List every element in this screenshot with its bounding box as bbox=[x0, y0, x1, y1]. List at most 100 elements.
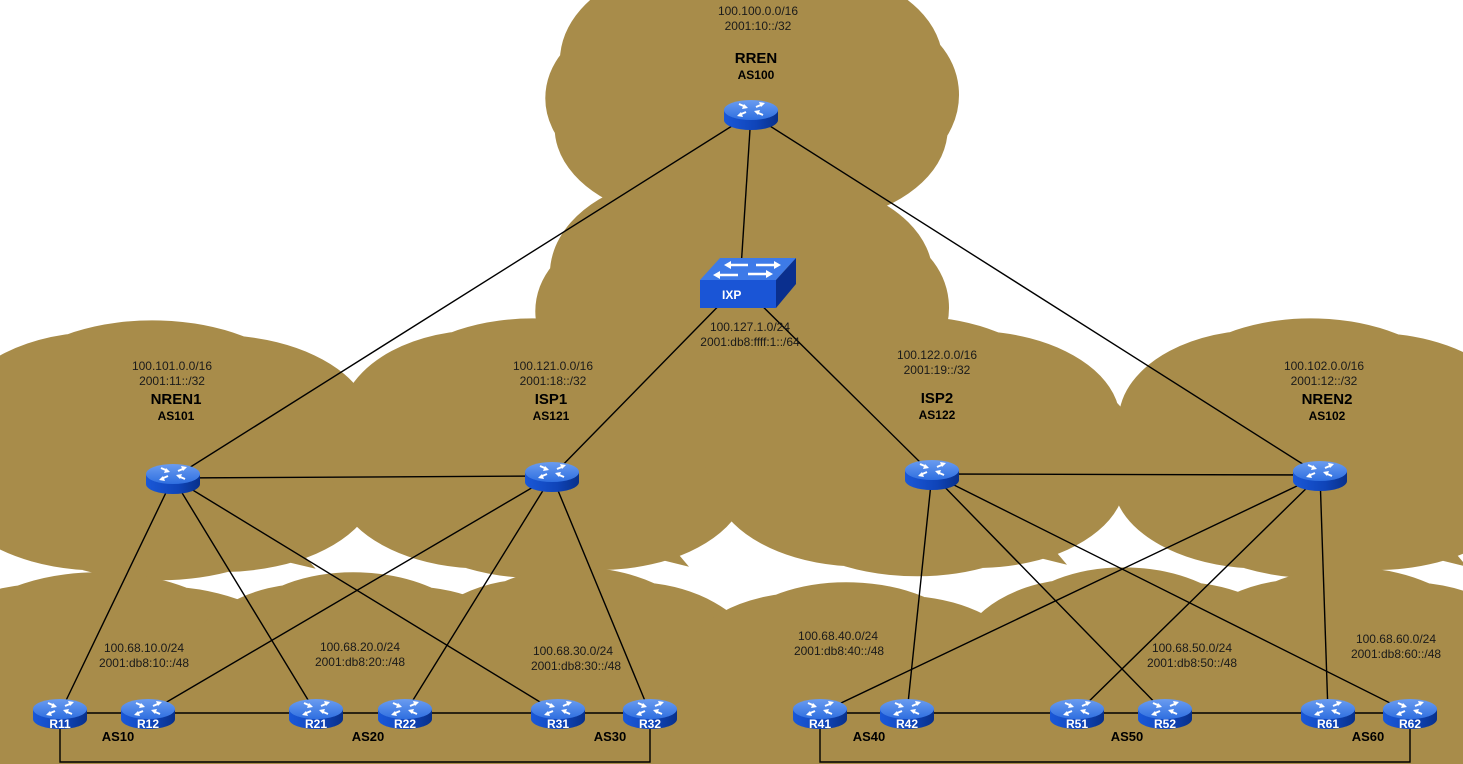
as40-ipv6-prefix: 2001:db8:40::/48 bbox=[794, 644, 884, 658]
isp1-ipv4-prefix: 100.121.0.0/16 bbox=[513, 359, 593, 373]
router-r22[interactable]: R22 bbox=[378, 699, 432, 731]
router-top bbox=[793, 699, 847, 719]
router-isp1[interactable] bbox=[525, 462, 579, 492]
router-arrows-icon bbox=[391, 701, 419, 716]
isp2-name: ISP2 bbox=[921, 390, 954, 407]
nren2-ipv4-prefix: 100.102.0.0/16 bbox=[1284, 359, 1364, 373]
as60-ipv4-prefix: 100.68.60.0/24 bbox=[1356, 632, 1436, 646]
router-r12[interactable]: R12 bbox=[121, 699, 175, 731]
link-isp2-r42 bbox=[906, 473, 933, 714]
link-isp1-r22 bbox=[404, 475, 553, 714]
as60-asn: AS60 bbox=[1352, 729, 1385, 744]
labels-layer: 100.100.0.0/16 2001:10::/32 RREN AS100 1… bbox=[99, 4, 1441, 744]
router-label: R22 bbox=[394, 717, 416, 731]
router-r21[interactable]: R21 bbox=[289, 699, 343, 731]
router-isp2[interactable] bbox=[905, 460, 959, 490]
router-label: R41 bbox=[809, 717, 831, 731]
router-arrows-icon bbox=[544, 701, 572, 716]
router-arrows-icon bbox=[893, 701, 921, 716]
nren1-ipv4-prefix: 100.101.0.0/16 bbox=[132, 359, 212, 373]
router-label: R61 bbox=[1317, 717, 1339, 731]
router-r31[interactable]: R31 bbox=[531, 699, 585, 731]
router-arrows-icon bbox=[737, 102, 765, 117]
link-nren1-isp1 bbox=[172, 475, 553, 479]
router-top bbox=[289, 699, 343, 719]
router-label: R32 bbox=[639, 717, 661, 731]
nren1-asn: AS101 bbox=[158, 409, 195, 423]
router-top bbox=[1293, 461, 1347, 481]
router-top bbox=[33, 699, 87, 719]
as10-ipv4-prefix: 100.68.10.0/24 bbox=[104, 641, 184, 655]
nren2-asn: AS102 bbox=[1309, 409, 1346, 423]
cloud-rren[interactable] bbox=[650, 22, 854, 162]
link-nren2-r61 bbox=[1319, 474, 1329, 714]
link-isp1-r32 bbox=[551, 475, 651, 714]
router-label: R11 bbox=[49, 717, 71, 731]
router-r52[interactable]: R52 bbox=[1138, 699, 1192, 731]
router-r11[interactable]: R11 bbox=[33, 699, 87, 731]
nren1-ipv6-prefix: 2001:11::/32 bbox=[139, 374, 205, 388]
router-arrows-icon bbox=[46, 701, 74, 716]
router-arrows-icon bbox=[806, 701, 834, 716]
nren1-name: NREN1 bbox=[151, 391, 202, 408]
switch-side-face bbox=[776, 258, 796, 308]
link-nren1-r31 bbox=[172, 477, 559, 714]
router-nren1[interactable] bbox=[146, 464, 200, 494]
router-arrows-icon bbox=[159, 466, 187, 481]
router-top bbox=[1301, 699, 1355, 719]
router-top bbox=[880, 699, 934, 719]
link-ixp-isp2 bbox=[739, 283, 933, 475]
as10-ipv6-prefix: 2001:db8:10::/48 bbox=[99, 656, 189, 670]
as40-asn: AS40 bbox=[853, 729, 886, 744]
router-top bbox=[1050, 699, 1104, 719]
router-rren[interactable] bbox=[724, 100, 778, 130]
router-arrows-icon bbox=[636, 701, 664, 716]
as50-ipv6-prefix: 2001:db8:50::/48 bbox=[1147, 656, 1237, 670]
router-arrows-icon bbox=[1396, 701, 1424, 716]
link-isp1-r12 bbox=[147, 475, 553, 714]
router-r61[interactable]: R61 bbox=[1301, 699, 1355, 731]
router-label: R31 bbox=[547, 717, 569, 731]
isp1-asn: AS121 bbox=[533, 409, 570, 423]
as50-asn: AS50 bbox=[1111, 729, 1144, 744]
router-top bbox=[378, 699, 432, 719]
isp2-ipv4-prefix: 100.122.0.0/16 bbox=[897, 348, 977, 362]
ixp-ipv4-prefix: 100.127.1.0/24 bbox=[710, 320, 790, 334]
as30-ipv4-prefix: 100.68.30.0/24 bbox=[533, 644, 613, 658]
link-nren2-r51 bbox=[1076, 474, 1321, 714]
router-r32[interactable]: R32 bbox=[623, 699, 677, 731]
as30-asn: AS30 bbox=[594, 729, 627, 744]
router-r62[interactable]: R62 bbox=[1383, 699, 1437, 731]
isp2-asn: AS122 bbox=[919, 408, 956, 422]
router-arrows-icon bbox=[918, 462, 946, 477]
router-arrows-icon bbox=[302, 701, 330, 716]
rren-asn: AS100 bbox=[738, 68, 775, 82]
as40-ipv4-prefix: 100.68.40.0/24 bbox=[798, 629, 878, 643]
link-rren-nren2 bbox=[750, 113, 1321, 476]
as20-ipv4-prefix: 100.68.20.0/24 bbox=[320, 640, 400, 654]
router-top bbox=[1383, 699, 1437, 719]
router-arrows-icon bbox=[1151, 701, 1179, 716]
router-arrows-icon bbox=[1063, 701, 1091, 716]
router-top bbox=[1138, 699, 1192, 719]
router-arrows-icon bbox=[538, 464, 566, 479]
router-nren2[interactable] bbox=[1293, 461, 1347, 491]
ixp-switch[interactable]: IXP bbox=[700, 258, 796, 308]
rren-ipv4-prefix: 100.100.0.0/16 bbox=[718, 4, 798, 18]
router-arrows-icon bbox=[134, 701, 162, 716]
router-r42[interactable]: R42 bbox=[880, 699, 934, 731]
rren-ipv6-prefix: 2001:10::/32 bbox=[725, 19, 792, 33]
router-label: R12 bbox=[137, 717, 159, 731]
as20-ipv6-prefix: 2001:db8:20::/48 bbox=[315, 655, 405, 669]
router-top bbox=[905, 460, 959, 480]
router-r41[interactable]: R41 bbox=[793, 699, 847, 731]
link-isp2-r52 bbox=[931, 473, 1166, 714]
router-r51[interactable]: R51 bbox=[1050, 699, 1104, 731]
router-arrows-icon bbox=[1306, 463, 1334, 478]
as20-asn: AS20 bbox=[352, 729, 385, 744]
as60-ipv6-prefix: 2001:db8:60::/48 bbox=[1351, 647, 1441, 661]
router-arrows-icon bbox=[1314, 701, 1342, 716]
ixp-ipv6-prefix: 2001:db8:ffff:1::/64 bbox=[700, 335, 800, 349]
link-ixp-isp1 bbox=[551, 283, 741, 477]
